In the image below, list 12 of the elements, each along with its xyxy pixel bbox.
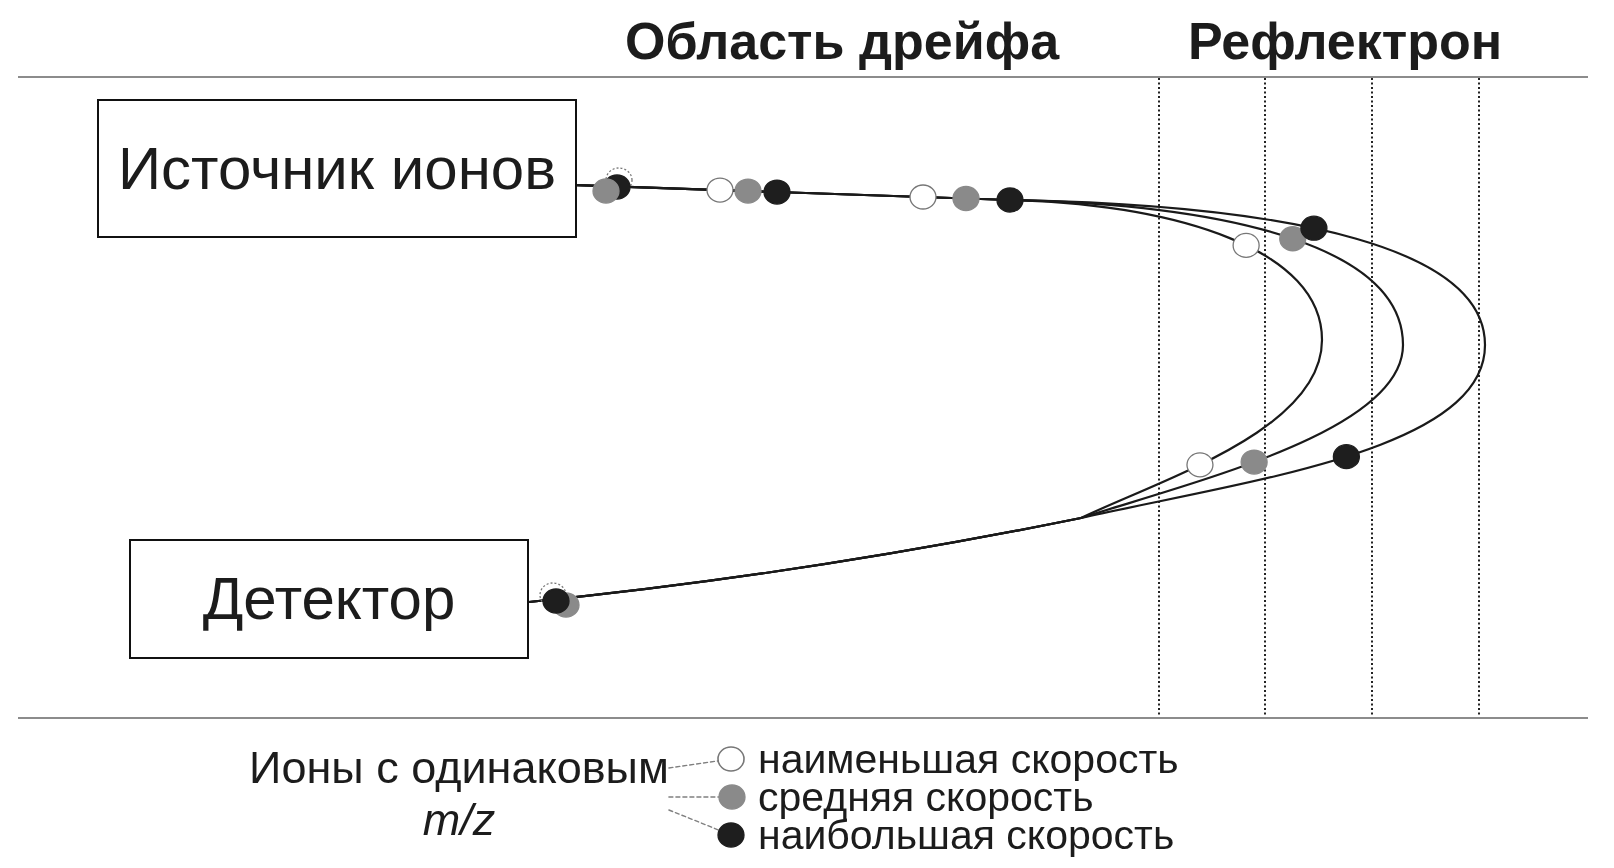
component-box — [129, 539, 529, 659]
ring-icon — [717, 746, 745, 772]
dot-icon — [718, 784, 746, 810]
leader-line — [668, 809, 720, 831]
legend-label: наименьшая скорость — [758, 735, 1179, 783]
component-box — [97, 99, 577, 238]
legend-caption: Ионы с одинаковым m/z — [249, 742, 669, 846]
region-heading: Область дрейфа — [624, 11, 1060, 72]
region-heading: Рефлектрон — [1187, 11, 1503, 72]
box-label: Источник ионов — [117, 133, 557, 204]
box-label: Детектор — [202, 564, 456, 634]
dot-icon — [717, 822, 745, 848]
